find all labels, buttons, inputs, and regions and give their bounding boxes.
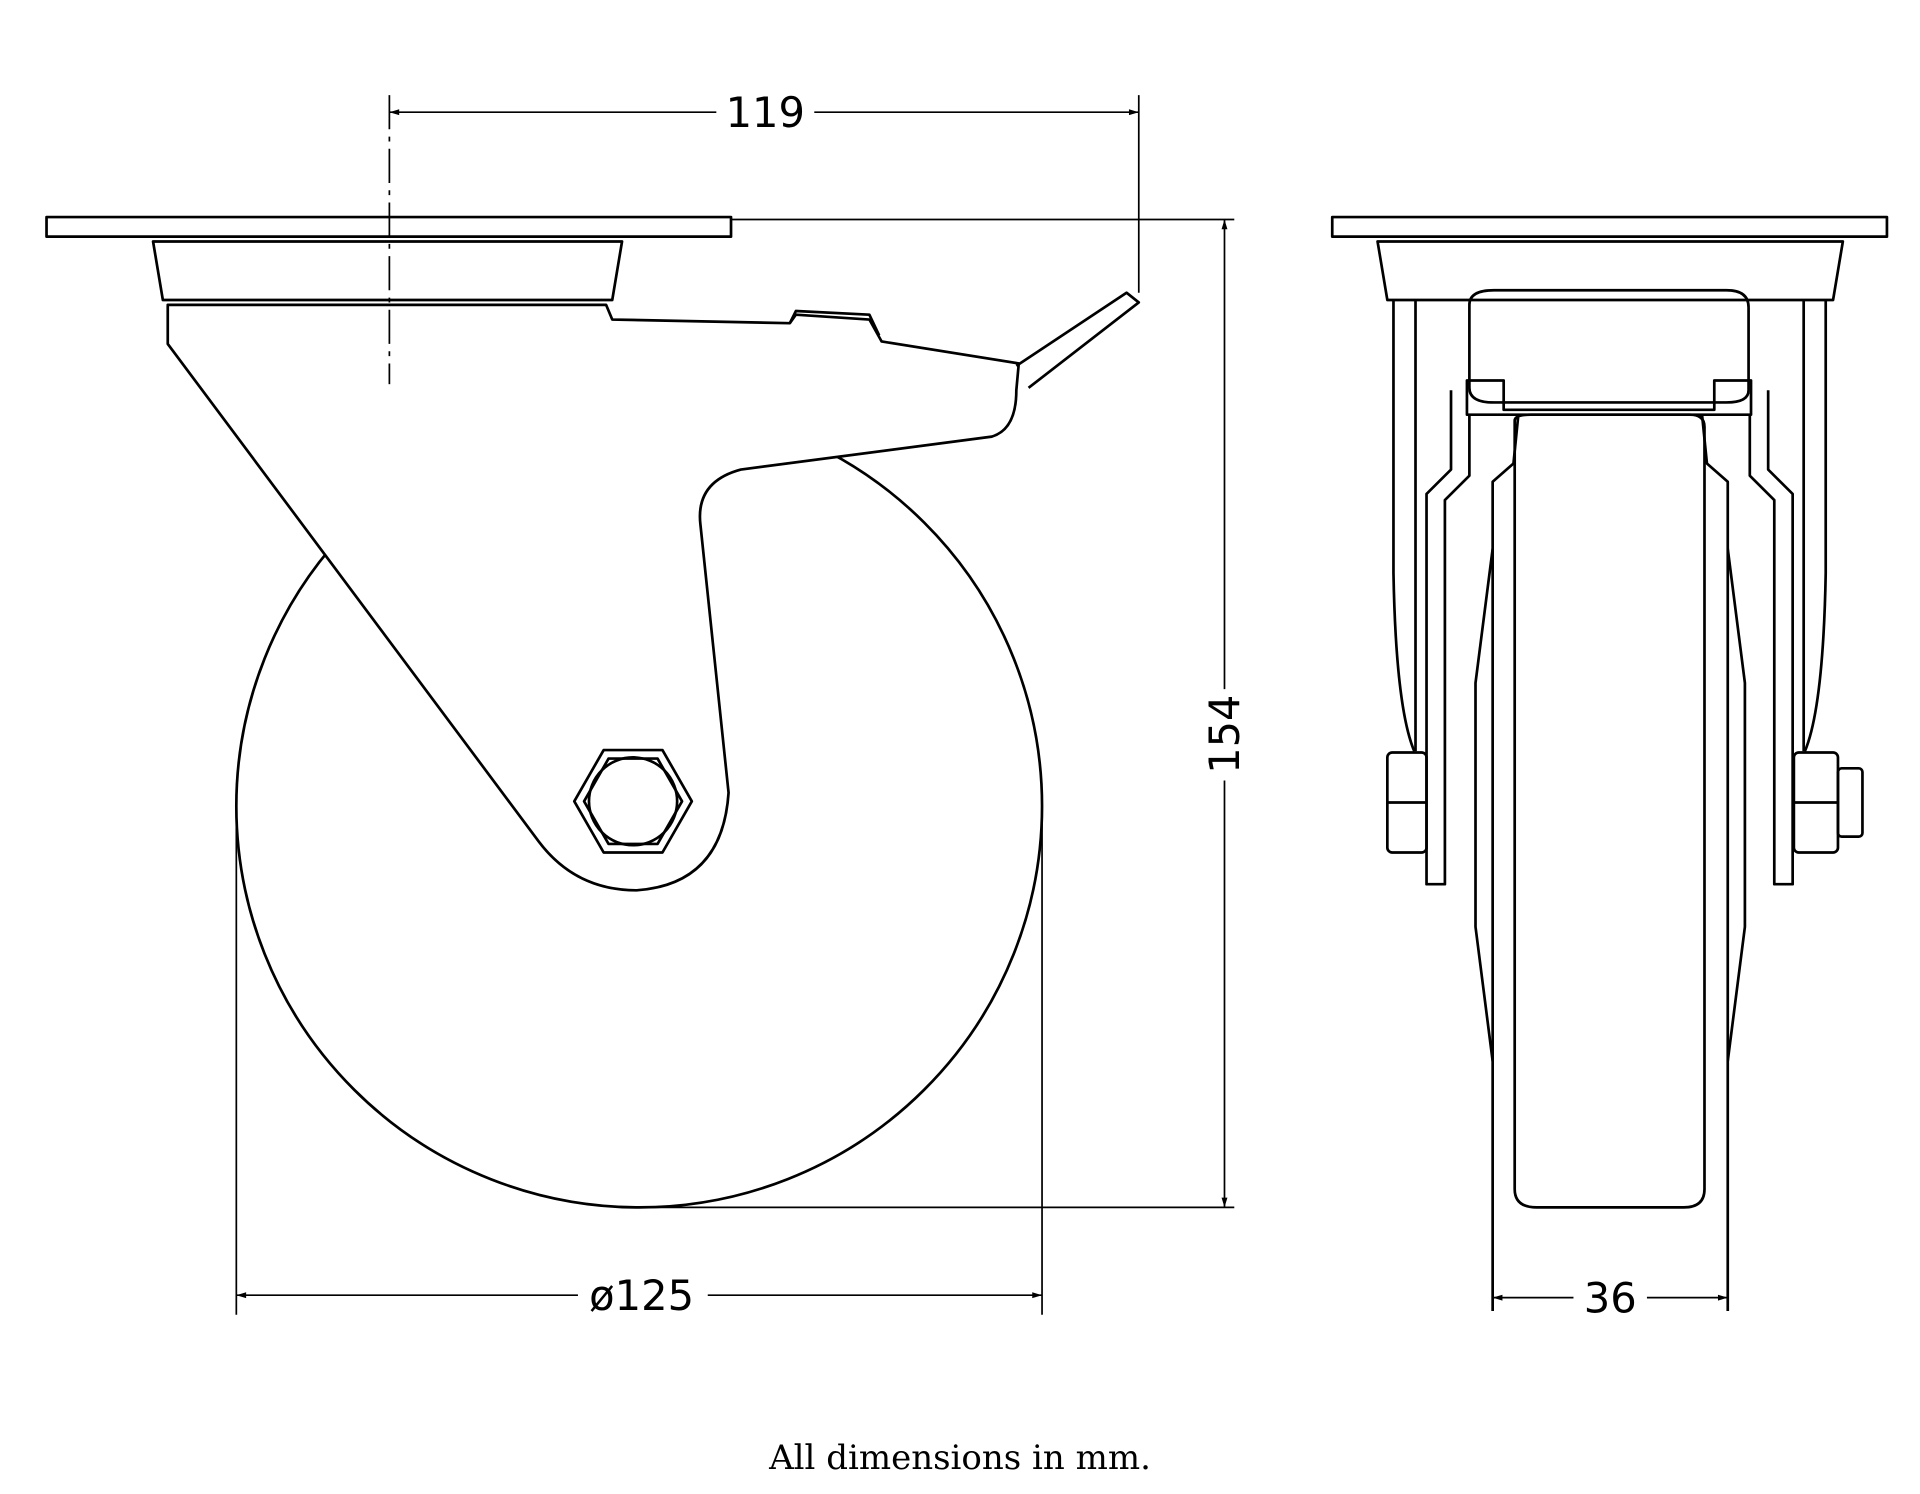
front-wheel-tread (1513, 413, 1706, 1209)
front-view (1330, 215, 1889, 1312)
axle-nut (572, 748, 694, 854)
swivel-head (151, 240, 624, 302)
front-top-plate (1330, 215, 1889, 238)
dimension-125: ø125 (235, 804, 1043, 1320)
dimension-label-width: 36 (1584, 1273, 1637, 1322)
dimension-154: 154 (639, 218, 1249, 1209)
dimension-label-offset: 119 (726, 88, 805, 137)
dimension-36: 36 (1492, 1273, 1728, 1322)
fork (166, 303, 1021, 892)
axle (587, 756, 679, 847)
dimension-label-height: 154 (1200, 695, 1249, 774)
units-caption: All dimensions in mm. (769, 1438, 1151, 1478)
brake-lever (1015, 291, 1141, 389)
dimension-119: 119 (389, 88, 1140, 293)
brake-pad (788, 309, 881, 336)
side-view (45, 95, 1141, 1209)
dimension-label-diameter: ø125 (589, 1271, 694, 1320)
kingpin-housing (1468, 288, 1750, 404)
